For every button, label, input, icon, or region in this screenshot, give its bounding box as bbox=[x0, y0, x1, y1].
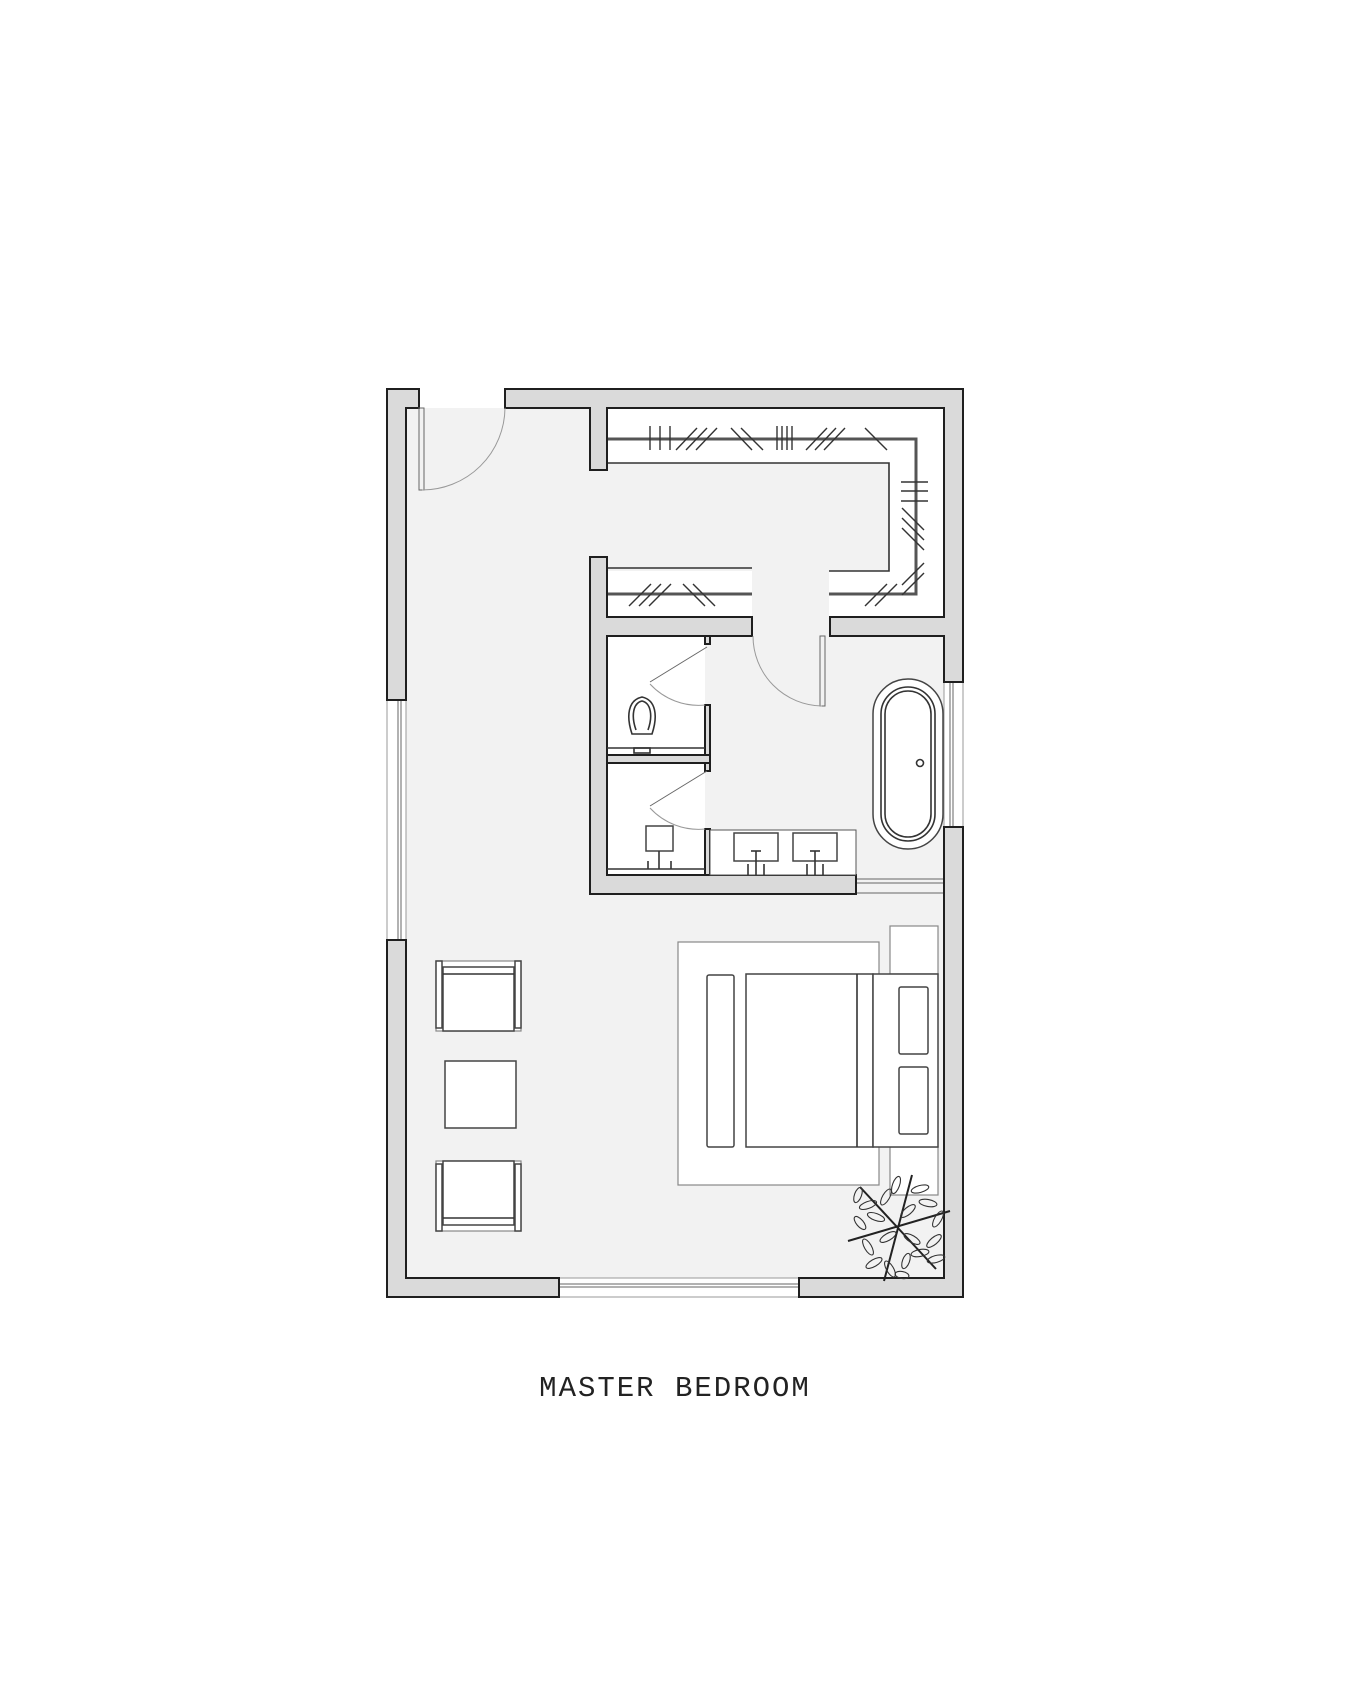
utility-door[interactable] bbox=[649, 770, 708, 830]
left-window bbox=[386, 699, 407, 941]
entry-door[interactable] bbox=[418, 407, 506, 491]
walk-in-closet bbox=[607, 408, 944, 617]
bench[interactable] bbox=[706, 974, 735, 1148]
nightstand-top[interactable] bbox=[889, 925, 939, 975]
armchair-top[interactable] bbox=[435, 960, 522, 1032]
bathtub bbox=[872, 678, 944, 850]
bathroom-door[interactable] bbox=[752, 635, 826, 707]
small-sink bbox=[607, 825, 705, 870]
utility-room bbox=[607, 763, 705, 875]
armchair-bottom[interactable] bbox=[435, 1160, 522, 1232]
pillows bbox=[898, 986, 929, 1135]
potted-plant-icon bbox=[847, 1174, 951, 1282]
hangers-icon bbox=[628, 426, 928, 607]
side-table[interactable] bbox=[444, 1060, 517, 1129]
right-window bbox=[943, 681, 964, 828]
wc-door[interactable] bbox=[649, 646, 708, 706]
wc-room bbox=[607, 636, 705, 755]
walls bbox=[386, 388, 964, 1298]
double-vanity bbox=[709, 829, 857, 876]
page-title: MASTER BEDROOM bbox=[539, 1372, 811, 1405]
bottom-window bbox=[558, 1277, 800, 1298]
toilet bbox=[607, 696, 705, 754]
bathroom-glass-partition bbox=[856, 878, 944, 894]
